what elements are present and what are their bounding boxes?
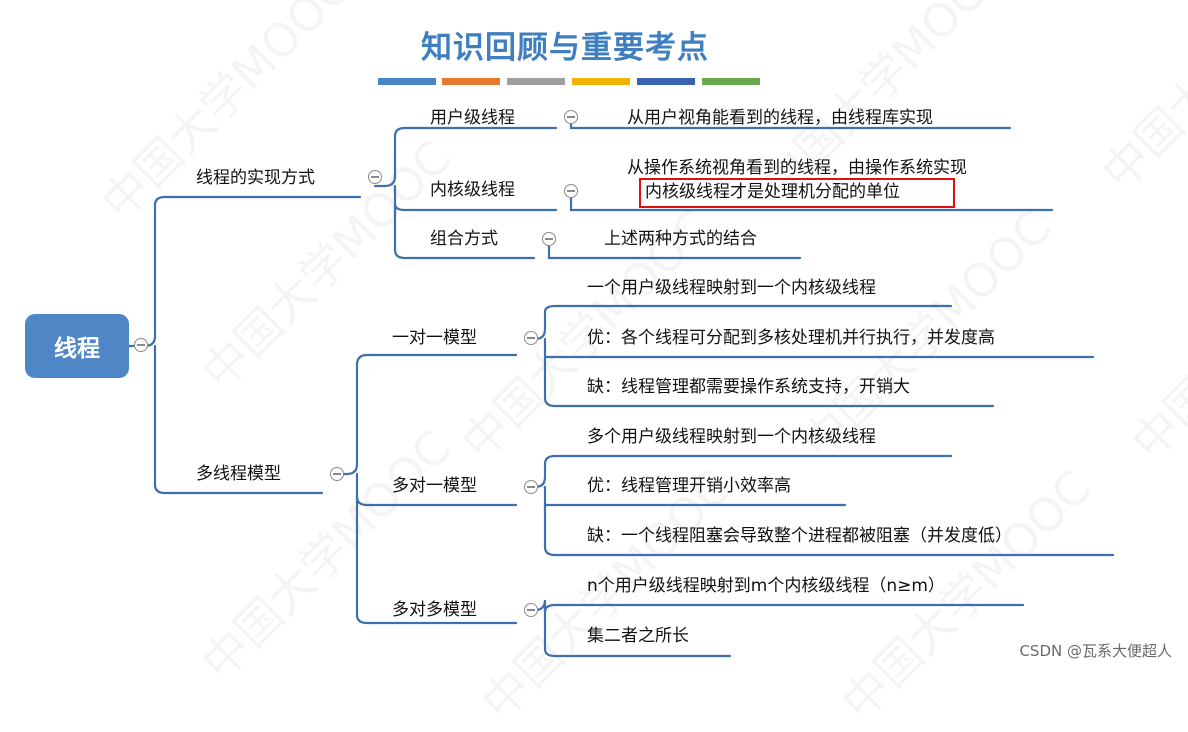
leaf-one-to-one-2: 缺：线程管理都需要操作系统支持，开销大 — [587, 377, 910, 397]
color-bar — [637, 78, 695, 85]
node-user-level-thread[interactable]: 用户级线程 — [430, 108, 515, 128]
leaf-many-to-one-1: 优：线程管理开销小效率高 — [587, 476, 791, 496]
leaf-user-level-desc: 从用户视角能看到的线程，由线程库实现 — [627, 108, 933, 128]
collapse-icon[interactable] — [542, 232, 556, 246]
leaf-one-to-one-1: 优：各个线程可分配到多核处理机并行执行，并发度高 — [587, 328, 995, 348]
leaf-many-to-one-2: 缺：一个线程阻塞会导致整个进程都被阻塞（并发度低） — [587, 526, 1012, 546]
page-title: 知识回顾与重要考点 — [421, 30, 709, 66]
node-combined-method[interactable]: 组合方式 — [430, 229, 498, 249]
collapse-icon[interactable] — [564, 184, 578, 198]
collapse-icon[interactable] — [564, 110, 578, 124]
color-bar — [378, 78, 436, 85]
leaf-many-to-one-0: 多个用户级线程映射到一个内核级线程 — [587, 427, 876, 447]
collapse-icon[interactable] — [524, 603, 538, 617]
color-bar — [442, 78, 500, 85]
source-credit: CSDN @瓦系大便超人 — [1019, 642, 1172, 660]
color-bar — [507, 78, 565, 85]
collapse-icon[interactable] — [524, 331, 538, 345]
node-many-to-many[interactable]: 多对多模型 — [392, 600, 477, 620]
branch-multithread-models[interactable]: 多线程模型 — [196, 464, 281, 484]
node-one-to-one[interactable]: 一对一模型 — [392, 328, 477, 348]
branch-implementation[interactable]: 线程的实现方式 — [196, 168, 315, 188]
highlight-box — [639, 178, 955, 208]
leaf-kernel-level-desc: 从操作系统视角看到的线程，由操作系统实现 — [627, 158, 967, 178]
color-bar — [702, 78, 760, 85]
leaf-kernel-level-note: 内核级线程才是处理机分配的单位 — [645, 182, 900, 202]
root-label: 线程 — [54, 336, 100, 362]
root-node[interactable]: 线程 — [25, 314, 129, 378]
leaf-many-to-many-1: 集二者之所长 — [587, 626, 689, 646]
leaf-combined-desc: 上述两种方式的结合 — [604, 229, 757, 249]
mindmap-connectors — [127, 115, 1115, 658]
leaf-many-to-many-0: n个用户级线程映射到m个内核级线程（n≥m） — [587, 576, 945, 596]
collapse-icon[interactable] — [368, 170, 382, 184]
leaf-one-to-one-0: 一个用户级线程映射到一个内核级线程 — [587, 278, 876, 298]
collapse-icon[interactable] — [524, 480, 538, 494]
color-bar — [572, 78, 630, 85]
collapse-icon[interactable] — [330, 467, 344, 481]
node-many-to-one[interactable]: 多对一模型 — [392, 476, 477, 496]
node-kernel-level-thread[interactable]: 内核级线程 — [430, 180, 515, 200]
collapse-icon[interactable] — [134, 338, 148, 352]
